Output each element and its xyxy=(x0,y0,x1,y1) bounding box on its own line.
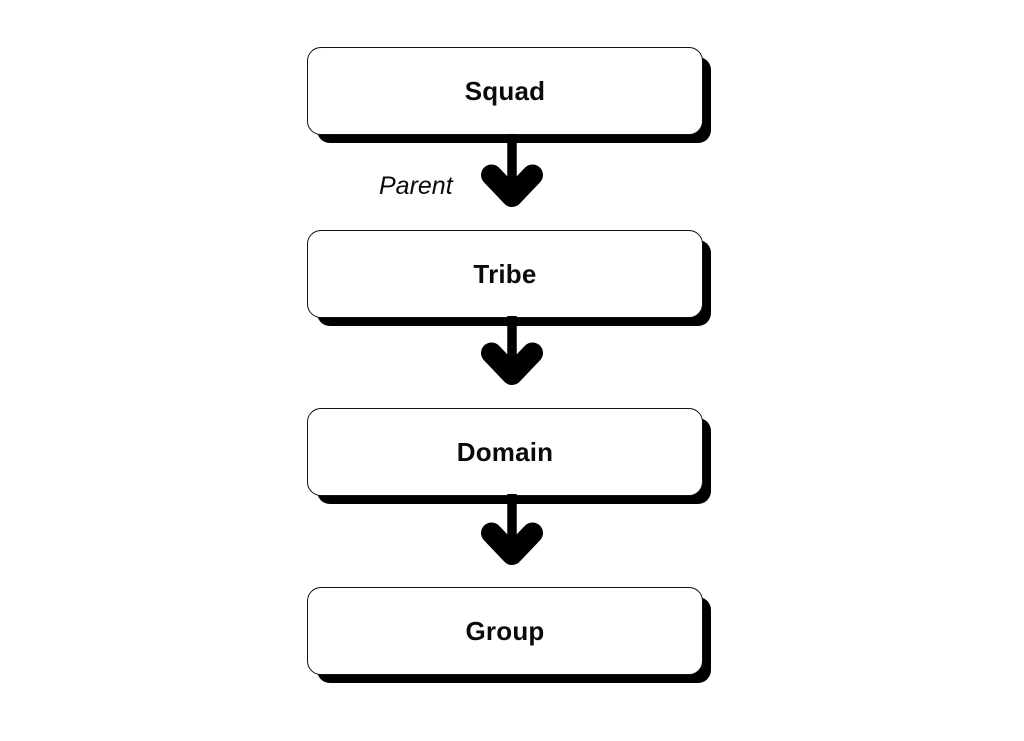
down-arrow-icon xyxy=(481,134,543,207)
node-label: Tribe xyxy=(473,259,537,289)
node-group[interactable]: Group xyxy=(307,587,703,675)
edge-tribe-domain xyxy=(0,310,1024,416)
down-arrow-icon xyxy=(481,316,543,385)
down-arrow-icon xyxy=(481,494,543,565)
node-label: Domain xyxy=(456,437,554,467)
node-tribe[interactable]: Tribe xyxy=(307,230,703,318)
node-domain[interactable]: Domain xyxy=(307,408,703,496)
node-label: Squad xyxy=(464,76,546,106)
node-label: Group xyxy=(465,616,545,646)
edge-domain-group xyxy=(0,488,1024,596)
edge-label-parent: Parent xyxy=(379,172,453,200)
edge-squad-tribe xyxy=(0,128,1024,238)
node-squad[interactable]: Squad xyxy=(307,47,703,135)
